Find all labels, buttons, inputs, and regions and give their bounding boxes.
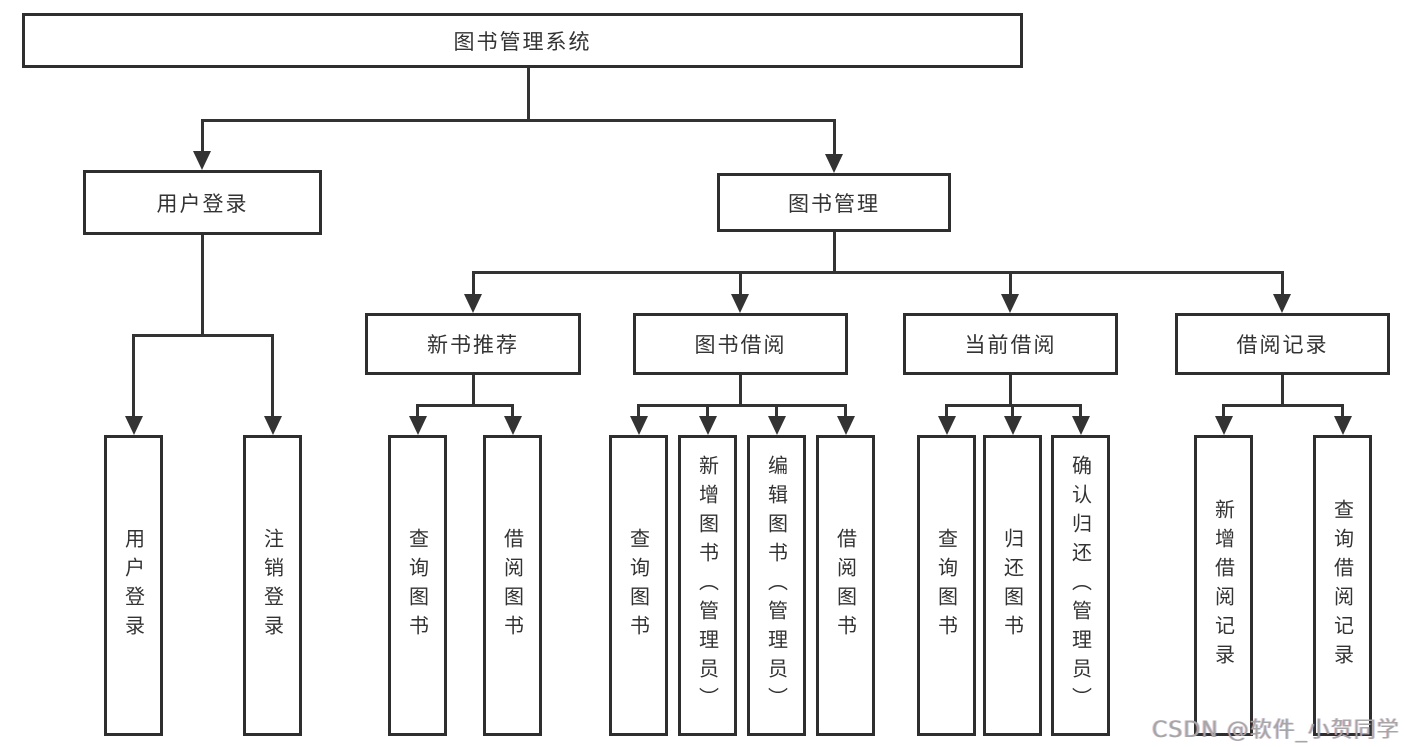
leaf-user-login: 用户登录 (104, 435, 163, 736)
connector-drop-cb-return (1011, 404, 1014, 416)
leaf-current-return-books-label: 归还图书 (1000, 527, 1025, 644)
connector-drop-bb-query (637, 404, 640, 416)
connector-drop-book-mgmt (833, 119, 836, 154)
connector-root-rail (201, 119, 835, 122)
arrowhead-bb-add (699, 416, 717, 435)
arrowhead-br-query (1334, 416, 1352, 435)
leaf-record-add-record-label: 新增借阅记录 (1211, 498, 1236, 673)
leaf-logout: 注销登录 (243, 435, 302, 736)
leaf-record-query-record-label: 查询借阅记录 (1330, 498, 1355, 673)
connector-drop-current-borrow (1009, 271, 1012, 295)
arrowhead-nb-borrow (504, 416, 522, 435)
connector-new-book-rail (416, 404, 514, 407)
leaf-current-confirm-return-admin: 确认归还（管理员） (1051, 435, 1110, 736)
arrowhead-nb-query (409, 416, 427, 435)
leaf-borrow-query-books-label: 查询图书 (626, 527, 651, 644)
connector-drop-book-borrow (739, 271, 742, 295)
leaf-borrow-query-books: 查询图书 (609, 435, 668, 736)
connector-current-borrow-stem (1009, 375, 1012, 407)
leaf-newbook-borrow-books-label: 借阅图书 (500, 527, 525, 644)
leaf-current-query-books-label: 查询图书 (934, 527, 959, 644)
node-book-mgmt: 图书管理 (717, 173, 951, 232)
connector-drop-user-login (201, 119, 204, 152)
connector-drop-leaf-login (132, 334, 135, 416)
node-user-login: 用户登录 (83, 170, 322, 235)
arrowhead-new-book (464, 294, 482, 313)
arrowhead-bb-borrow (837, 416, 855, 435)
arrowhead-leaf-logout (264, 416, 282, 435)
arrowhead-bb-edit (768, 416, 786, 435)
arrowhead-bb-query (630, 416, 648, 435)
connector-borrow-record-rail (1222, 404, 1344, 407)
leaf-newbook-query-books: 查询图书 (388, 435, 447, 736)
arrowhead-br-add (1215, 416, 1233, 435)
leaf-logout-label: 注销登录 (260, 527, 285, 644)
leaf-newbook-query-books-label: 查询图书 (405, 527, 430, 644)
connector-drop-cb-query (945, 404, 948, 416)
arrowhead-cb-query (938, 416, 956, 435)
arrowhead-cb-confirm (1072, 416, 1090, 435)
node-book-borrow: 图书借阅 (633, 313, 848, 375)
connector-drop-br-query (1341, 404, 1344, 416)
leaf-borrow-borrow-books: 借阅图书 (816, 435, 875, 736)
connector-drop-new-book (472, 271, 475, 295)
connector-book-borrow-stem (739, 375, 742, 407)
connector-drop-bb-borrow (844, 404, 847, 416)
connector-user-login-rail (132, 334, 274, 337)
node-root-system: 图书管理系统 (22, 13, 1023, 68)
leaf-current-return-books: 归还图书 (983, 435, 1042, 736)
arrowhead-cb-return (1004, 416, 1022, 435)
arrowhead-leaf-login (125, 416, 143, 435)
connector-borrow-record-stem (1281, 375, 1284, 407)
connector-drop-br-add (1222, 404, 1225, 416)
leaf-current-confirm-return-admin-label: 确认归还（管理员） (1068, 455, 1093, 716)
leaf-record-add-record: 新增借阅记录 (1194, 435, 1253, 736)
node-book-borrow-label: 图书借阅 (694, 333, 787, 357)
leaf-record-query-record: 查询借阅记录 (1313, 435, 1372, 736)
connector-book-mgmt-rail (472, 271, 1284, 274)
connector-drop-cb-confirm (1079, 404, 1082, 416)
connector-drop-bb-add (706, 404, 709, 416)
arrowhead-book-mgmt (825, 154, 843, 173)
node-borrow-record-label: 借阅记录 (1236, 333, 1329, 357)
leaf-borrow-edit-books-admin: 编辑图书（管理员） (747, 435, 806, 736)
leaf-borrow-add-books-admin-label: 新增图书（管理员） (695, 455, 720, 716)
connector-drop-borrow-record (1281, 271, 1284, 295)
node-current-borrow: 当前借阅 (903, 313, 1118, 375)
node-new-book-recommend-label: 新书推荐 (427, 333, 519, 357)
node-user-login-label: 用户登录 (156, 191, 249, 216)
arrowhead-borrow-record (1273, 294, 1291, 313)
leaf-current-query-books: 查询图书 (917, 435, 976, 736)
arrowhead-current-borrow (1001, 294, 1019, 313)
connector-user-login-stem (201, 235, 204, 336)
leaf-borrow-borrow-books-label: 借阅图书 (833, 527, 858, 644)
connector-drop-bb-edit (775, 404, 778, 416)
connector-drop-nb-borrow (511, 404, 514, 416)
node-new-book-recommend: 新书推荐 (365, 313, 581, 375)
leaf-borrow-add-books-admin: 新增图书（管理员） (678, 435, 737, 736)
connector-new-book-stem (472, 375, 475, 407)
node-borrow-record: 借阅记录 (1175, 313, 1390, 375)
connector-drop-leaf-logout (271, 334, 274, 416)
connector-book-mgmt-stem (833, 232, 836, 274)
node-book-mgmt-label: 图书管理 (788, 191, 880, 216)
connector-book-borrow-rail (637, 404, 847, 407)
arrowhead-user-login (193, 151, 211, 170)
leaf-user-login-label: 用户登录 (121, 527, 146, 644)
leaf-borrow-edit-books-admin-label: 编辑图书（管理员） (764, 455, 789, 716)
node-root-label: 图书管理系统 (453, 29, 592, 54)
connector-drop-nb-query (416, 404, 419, 416)
arrowhead-book-borrow (731, 294, 749, 313)
connector-root-stem (527, 68, 530, 121)
csdn-watermark: CSDN @软件_小贺同学 (1152, 718, 1400, 743)
node-current-borrow-label: 当前借阅 (964, 333, 1057, 357)
leaf-newbook-borrow-books: 借阅图书 (483, 435, 542, 736)
